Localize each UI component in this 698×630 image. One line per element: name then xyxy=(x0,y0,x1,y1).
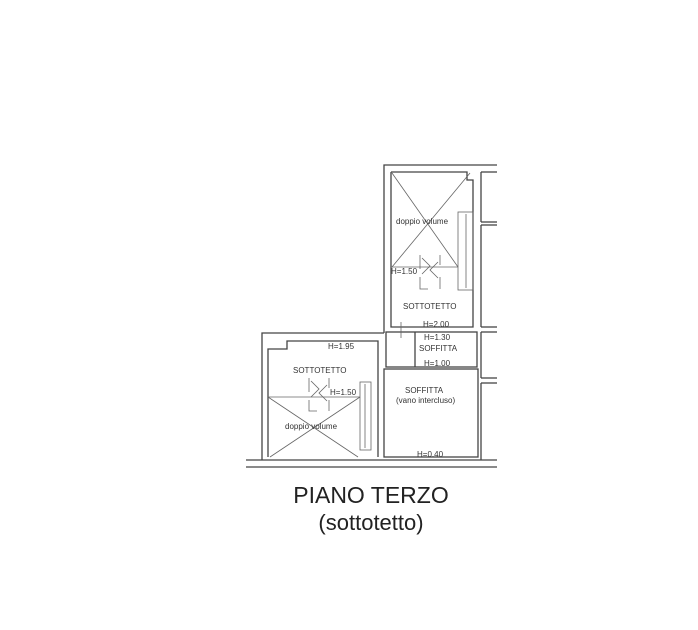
big-soffitta-height: H=0.40 xyxy=(417,450,444,459)
ladder-icon xyxy=(308,378,330,412)
big-soffitta-walls xyxy=(383,368,479,458)
staircase xyxy=(359,381,372,451)
ladder-icon xyxy=(419,255,441,290)
left-room-height-top: H=1.95 xyxy=(328,342,355,351)
upper-room-label: doppio volume xyxy=(396,217,449,226)
small-soffitta-height-bottom: H=1.00 xyxy=(424,359,451,368)
plan-subtitle: (sottotetto) xyxy=(318,510,424,535)
upper-room-height: H=1.50 xyxy=(391,267,418,276)
left-double-volume-cross xyxy=(267,378,361,458)
upper-room-height2: H=2.00 xyxy=(423,320,450,329)
big-soffitta-note: (vano intercluso) xyxy=(396,396,455,405)
plan-title: PIANO TERZO xyxy=(293,482,449,508)
small-soffitta-walls xyxy=(385,322,478,368)
upper-block-walls xyxy=(383,164,497,460)
left-room-height: H=1.50 xyxy=(330,388,357,397)
big-soffitta-name: SOFFITTA xyxy=(405,386,444,395)
small-soffitta-name: SOFFITTA xyxy=(419,344,458,353)
upper-room-name: SOTTOTETTO xyxy=(403,302,456,311)
left-room-label: doppio volume xyxy=(285,422,338,431)
left-room-name: SOTTOTETTO xyxy=(293,366,346,375)
upper-double-volume-cross xyxy=(391,172,474,291)
staircase xyxy=(457,211,474,291)
small-soffitta-height-top: H=1.30 xyxy=(424,333,451,342)
left-block-walls xyxy=(261,332,384,460)
